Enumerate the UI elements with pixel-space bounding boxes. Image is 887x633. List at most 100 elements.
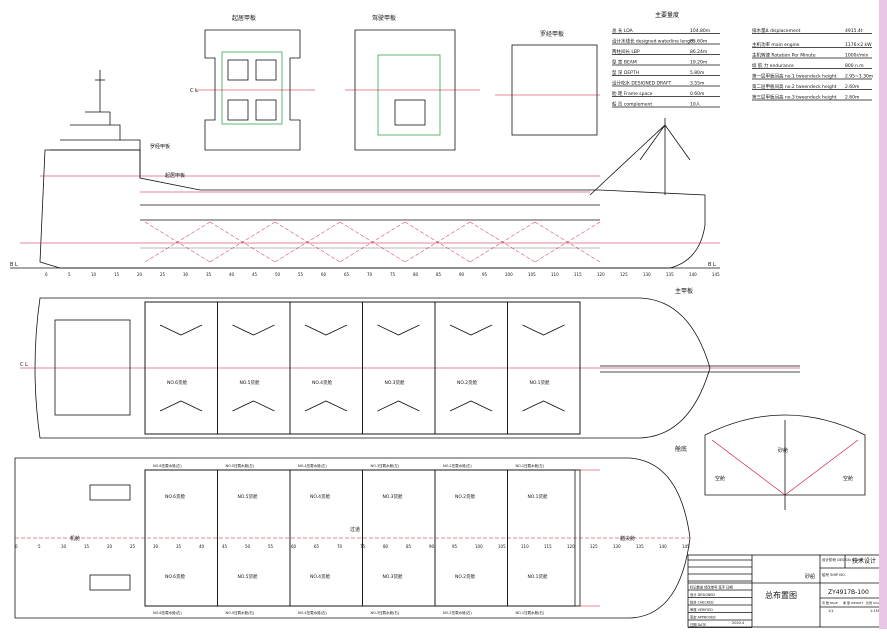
particular-value: 800 n.m [845, 63, 864, 69]
frame-number: 125 [620, 272, 628, 277]
baseline-label: B L [708, 262, 716, 268]
particular-label: 主机转速 Rotation Per Minute [752, 52, 816, 59]
centerline-label: C L [20, 362, 28, 368]
tank-label: NO.4压载水舱(左) [298, 463, 327, 468]
fore-peak-label: 艏尖舱 [620, 535, 635, 542]
frame-number: 105 [528, 272, 536, 277]
hatch [449, 324, 493, 412]
tank-label: NO.5压载水舱(左) [226, 463, 255, 468]
hold-label: NO.2货舱 [455, 493, 476, 500]
frame-number: 5 [68, 272, 71, 277]
frame-number: 130 [643, 272, 651, 277]
tank-label: NO.1压载水舱(右) [516, 610, 545, 615]
particular-value: 85.60m [690, 39, 707, 45]
hatch [304, 324, 348, 412]
title-row-label: 审定 APPROVED [690, 615, 716, 620]
particular-value: 104.80m [690, 28, 710, 34]
engine-room-label: 机舱 [70, 535, 80, 542]
ship-no-label: 船号 SHIP NO. [822, 572, 846, 577]
frame-number: 50 [275, 272, 281, 277]
frame-number: 75 [390, 272, 396, 277]
particular-label: 主机功率 main engine [752, 41, 800, 48]
hold-cell [507, 469, 581, 607]
particular-label: 第一层甲板间高 no.1 tweendeck height [752, 73, 837, 80]
particular-value: 86.24m [690, 49, 707, 55]
frame-number: 120 [567, 544, 575, 549]
weight-header: 重 量 WEIGHT [843, 600, 863, 605]
frame-number: 5 [38, 544, 41, 549]
particular-value: 1176×2 kW [845, 42, 872, 48]
hatch [377, 324, 420, 412]
deck-label: 罗经甲板 [150, 143, 170, 150]
particular-value: 19.20m [690, 60, 707, 66]
particular-value: 0.60m [690, 91, 704, 97]
page-value: 1/1 [828, 609, 834, 613]
hold-label: NO.3货舱 [383, 573, 404, 580]
frame-number: 30 [183, 272, 189, 277]
frame-number: 55 [298, 272, 304, 277]
particular-label: 总 长 LOA [612, 27, 634, 34]
midship-section: 空舱 空舱 砂舱 [704, 414, 866, 510]
particular-label: 第二层甲板间高 no.2 tweendeck height [752, 83, 837, 90]
frame-number: 25 [130, 544, 136, 549]
frame-number: 35 [206, 272, 212, 277]
view-label: 主甲板 [675, 287, 693, 295]
particular-label: 排水量Δ displacement [752, 27, 801, 34]
design-stage-label: 设计阶段 DESIGN STAGE [822, 557, 863, 562]
tank-label: NO.2压载水舱(左) [443, 463, 472, 468]
title-row-label: 校对 CHECKED [690, 600, 714, 605]
section-label: 空舱 [843, 475, 853, 482]
hatch [159, 324, 203, 412]
particulars-heading: 主要量度 [655, 11, 679, 19]
frame-number: 75 [360, 544, 366, 549]
frame-number: 125 [590, 544, 598, 549]
frame-number: 70 [367, 272, 373, 277]
accommodation-deck-plan: 起居甲板 C L [190, 14, 315, 151]
title-row-label: 标记数量 修改单号 签字 日期 [690, 585, 733, 590]
frame-number: 110 [551, 272, 559, 277]
hatch [522, 324, 565, 412]
tank-label: NO.4压载水舱(右) [298, 610, 327, 615]
frame-number: 90 [459, 272, 465, 277]
view-label: 驾驶甲板 [372, 14, 396, 22]
frame-number: 130 [613, 544, 621, 549]
frame-number: 85 [406, 544, 412, 549]
bracing [339, 221, 406, 263]
title-row-label: 设计 DESIGNED [690, 592, 715, 597]
hold-label: NO.1货舱 [530, 379, 551, 386]
hold-label: NO.5货舱 [240, 379, 261, 386]
hold-label: NO.5货舱 [238, 493, 259, 500]
section-label: 砂舱 [778, 447, 788, 454]
frame-number: 80 [413, 272, 419, 277]
cargo-hold [507, 301, 581, 435]
sheet-edge [879, 0, 887, 629]
frame-number: 55 [268, 544, 274, 549]
tank-label: NO.3压载水舱(左) [371, 463, 400, 468]
frame-number: 50 [245, 544, 251, 549]
bracing [404, 221, 471, 263]
hold-label: NO.2货舱 [457, 379, 478, 386]
tank-label: NO.6压载水舱(左) [153, 463, 182, 468]
title-row-label: 日期 DATE [690, 622, 706, 627]
frame-number: 95 [452, 544, 458, 549]
frame-number: 115 [574, 272, 582, 277]
frame-number: 10 [61, 544, 67, 549]
frame-number: 20 [137, 272, 143, 277]
baseline-label: B L [10, 262, 18, 268]
hold-label: NO.3货舱 [383, 493, 404, 500]
frame-number: 145 [712, 272, 720, 277]
frame-number: 60 [321, 272, 327, 277]
scale-value: 1:150 [870, 609, 880, 613]
hold-label: NO.1货舱 [528, 573, 549, 580]
frame-number: 135 [666, 272, 674, 277]
frame-number: 35 [176, 544, 182, 549]
bracing [534, 221, 601, 263]
wheelhouse-deck-plan: 驾驶甲板 [345, 14, 480, 151]
particular-value: 10人 [690, 102, 701, 108]
frame-number: 100 [475, 544, 483, 549]
hold-label: NO.2货舱 [455, 573, 476, 580]
